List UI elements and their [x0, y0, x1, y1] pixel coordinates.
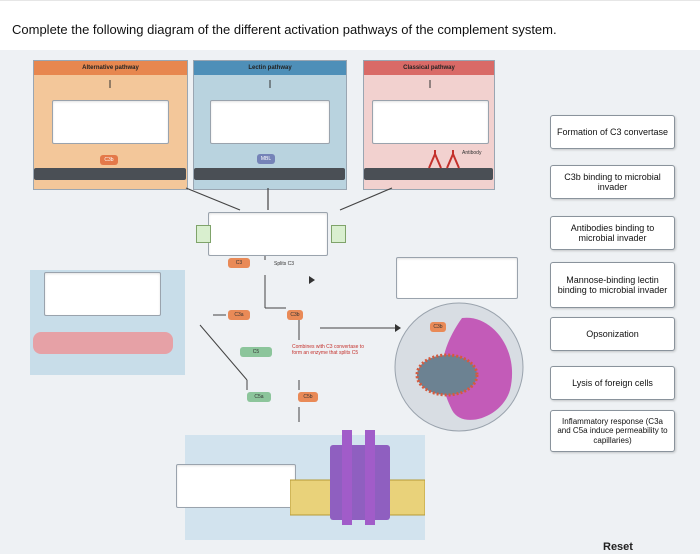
drop-target-right[interactable] [396, 257, 518, 299]
lectin-membrane [194, 168, 345, 180]
membrane-attack-complex [290, 430, 425, 525]
c5b-chip: C5b [298, 392, 318, 402]
label-antibodies-binding[interactable]: Antibodies binding to microbial invader [550, 216, 675, 250]
pathway-connectors [109, 80, 431, 422]
combines-note: Combines with C3 convertase to form an e… [292, 344, 364, 356]
alternative-pathway-title: Alternative pathway [34, 61, 187, 75]
drop-target-center[interactable] [208, 212, 328, 256]
c3b-chip: C3b [100, 155, 118, 165]
label-opsonization[interactable]: Opsonization [550, 317, 675, 351]
drop-target-lectin[interactable] [210, 100, 330, 144]
c5a-chip: C5a [247, 392, 271, 402]
label-mbl-binding[interactable]: Mannose-binding lectin binding to microb… [550, 262, 675, 308]
label-formation-c3-convertase[interactable]: Formation of C3 convertase [550, 115, 675, 149]
antibody-label: Antibody [462, 150, 482, 156]
label-c3b-binding[interactable]: C3b binding to microbial invader [550, 165, 675, 199]
c3-chip: C3 [228, 258, 250, 268]
splits-c3-label: Splits C3 [274, 261, 295, 267]
lectin-pathway-title: Lectin pathway [194, 61, 346, 75]
drop-target-bottom[interactable] [176, 464, 296, 508]
c3b-chip-2: C3b [287, 310, 303, 320]
side-marker-right [331, 225, 346, 243]
label-lysis[interactable]: Lysis of foreign cells [550, 366, 675, 400]
c5-chip: C5 [240, 347, 272, 357]
antibody-icon [428, 150, 460, 169]
classical-membrane [364, 168, 493, 180]
drop-target-classical[interactable] [372, 100, 489, 144]
side-marker-left [196, 225, 211, 243]
alternative-membrane [34, 168, 186, 180]
drop-target-left[interactable] [44, 272, 161, 316]
label-inflammatory-response[interactable]: Inflammatory response (C3a and C5a induc… [550, 410, 675, 452]
c3a-chip: C3a [228, 310, 250, 320]
reset-button[interactable]: Reset [603, 541, 633, 553]
mbl-chip: MBL [257, 154, 275, 164]
drop-target-alternative[interactable] [52, 100, 169, 144]
question-text: Complete the following diagram of the di… [12, 22, 557, 37]
diagram-area: Alternative pathway C3b Lectin pathway M… [0, 50, 700, 554]
c3b-cell-chip: C3b [430, 322, 446, 332]
classical-pathway-title: Classical pathway [364, 61, 494, 75]
capillary [33, 332, 173, 354]
microbe-cell [394, 302, 524, 432]
top-border [0, 0, 700, 1]
